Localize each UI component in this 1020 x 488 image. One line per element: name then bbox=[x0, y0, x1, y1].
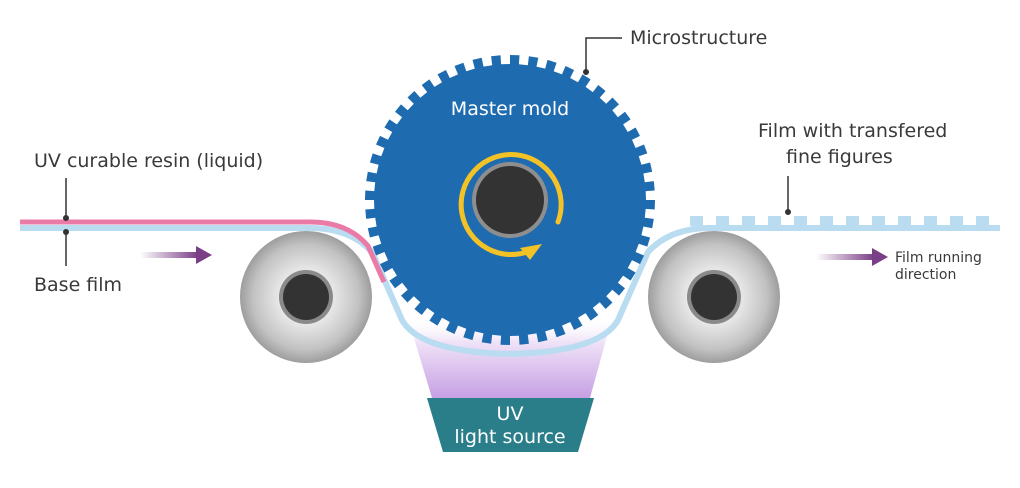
microstructure-bump bbox=[716, 216, 729, 226]
uv-light-glow bbox=[408, 318, 612, 398]
transferred-film-label-line1: Film with transfered bbox=[758, 120, 947, 142]
left-roller bbox=[240, 231, 372, 363]
microstructure-bump bbox=[898, 216, 911, 226]
master-mold-hub bbox=[476, 166, 544, 234]
uv-label-line2: light source bbox=[454, 426, 565, 448]
microstructure-bump bbox=[742, 216, 755, 226]
transferred-film-dot bbox=[785, 209, 791, 215]
microstructure-bump bbox=[950, 216, 963, 226]
right-direction-arrow-shaft bbox=[816, 254, 874, 260]
base-film-dot bbox=[63, 229, 69, 235]
microstructure-bump bbox=[820, 216, 833, 226]
microstructure-bump bbox=[768, 216, 781, 226]
microstructure-bump bbox=[872, 216, 885, 226]
uv-label-line1: UV bbox=[497, 403, 524, 425]
uv-light-source bbox=[427, 398, 594, 452]
film-running-label-line2: direction bbox=[895, 267, 956, 283]
microstructure-bump bbox=[794, 216, 807, 226]
microstructure-bump bbox=[976, 216, 989, 226]
microstructure-dot bbox=[583, 69, 589, 75]
left-direction-arrow-shaft bbox=[140, 252, 198, 258]
uv-resin-label: UV curable resin (liquid) bbox=[34, 150, 263, 172]
uv-resin-layer bbox=[20, 219, 387, 284]
microstructure-bump bbox=[690, 216, 703, 226]
uv-resin-dot bbox=[63, 215, 69, 221]
base-film bbox=[20, 225, 1000, 357]
rotation-arrowhead bbox=[520, 244, 542, 260]
film-running-label-line1: Film running bbox=[895, 250, 982, 266]
microstructure-bump bbox=[924, 216, 937, 226]
transferred-microstructure bbox=[690, 216, 989, 226]
master-mold-label: Master mold bbox=[451, 98, 569, 120]
left-direction-arrowhead bbox=[196, 246, 212, 264]
transferred-film-label-line2: fine figures bbox=[786, 146, 893, 168]
right-roller bbox=[648, 231, 780, 363]
right-direction-arrowhead bbox=[872, 248, 888, 266]
rotation-arrow bbox=[458, 152, 564, 258]
microstructure-leader bbox=[585, 37, 622, 72]
microstructure-bump bbox=[846, 216, 859, 226]
microstructure-label: Microstructure bbox=[630, 27, 767, 49]
base-film-label: Base film bbox=[34, 274, 122, 296]
